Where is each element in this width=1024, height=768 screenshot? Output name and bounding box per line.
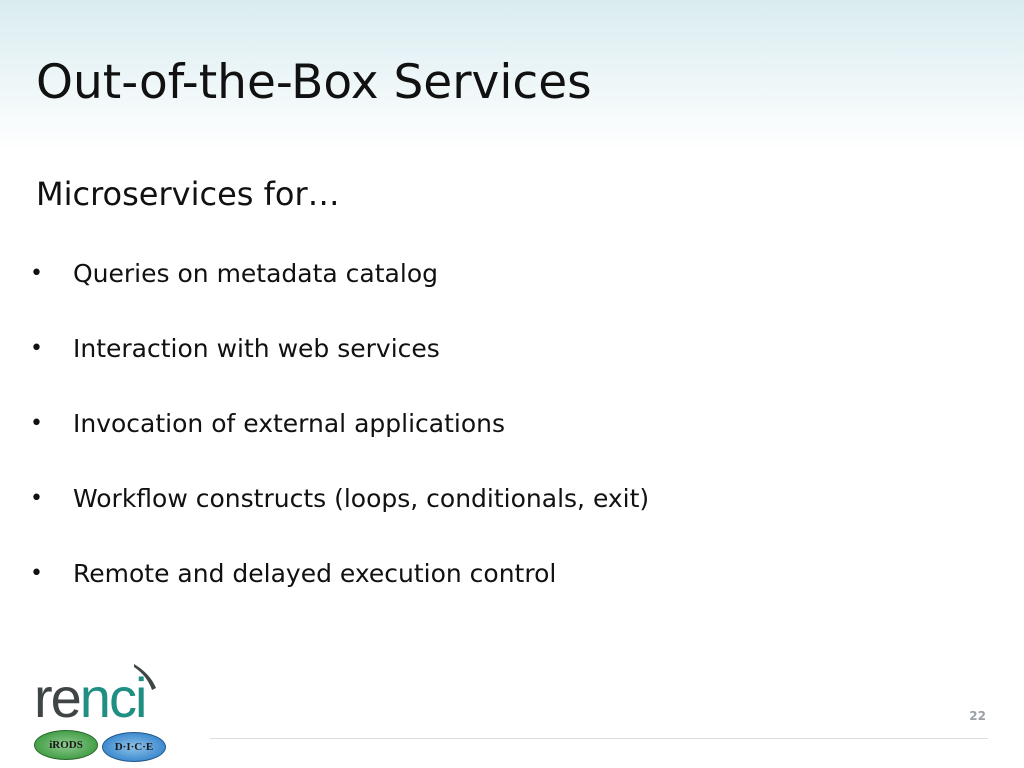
- bullet-glyph: •: [30, 261, 43, 286]
- logo-word-part2: nci: [79, 666, 148, 729]
- logo-wordmark: renci: [34, 666, 148, 729]
- renci-logo: renci iRODS D·I·C·E: [30, 660, 170, 764]
- bullet-glyph: •: [30, 336, 43, 361]
- bullet-glyph: •: [30, 561, 43, 586]
- logo-word-part1: re: [34, 666, 82, 729]
- bullet-glyph: •: [30, 486, 43, 511]
- slide-subtitle: Microservices for…: [36, 175, 340, 213]
- irods-badge: iRODS: [34, 730, 98, 760]
- bullet-text: Interaction with web services: [73, 334, 440, 363]
- logo-swoosh-icon: [134, 664, 156, 690]
- footer-divider: [210, 738, 988, 739]
- bullet-text: Remote and delayed execution control: [73, 559, 557, 588]
- bullet-text: Workflow constructs (loops, conditionals…: [73, 484, 650, 513]
- dice-badge: D·I·C·E: [102, 732, 166, 762]
- bullet-text: Queries on metadata catalog: [73, 259, 438, 288]
- bullet-text: Invocation of external applications: [73, 409, 505, 438]
- slide-title: Out-of-the-Box Services: [36, 55, 592, 110]
- page-number: 22: [969, 709, 986, 723]
- bullet-glyph: •: [30, 411, 43, 436]
